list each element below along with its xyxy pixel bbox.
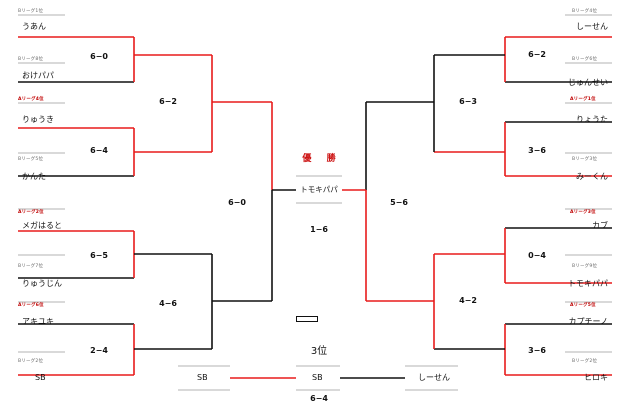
score-third: 6−4 xyxy=(310,394,328,403)
score-r-r1-a: 6−2 xyxy=(528,50,546,59)
tag-r5: Aリーグ3位 xyxy=(570,210,596,215)
score-l-r1-b: 6−4 xyxy=(90,146,108,155)
tag-l1: Bリーグ1位 xyxy=(18,9,44,14)
player-l3: りゅうき xyxy=(22,115,54,124)
tag-r6: Bリーグ9位 xyxy=(572,264,598,269)
player-r6: トモキパパ xyxy=(568,279,608,288)
player-l6: りゅうじん xyxy=(22,279,62,288)
player-r4: みーくん xyxy=(576,172,608,181)
player-r2: じゅんせい xyxy=(568,78,608,87)
score-r-r1-d: 3−6 xyxy=(528,346,546,355)
champion-name: トモキパパ xyxy=(300,185,338,194)
tag-l5: Aリーグ2位 xyxy=(18,210,44,215)
score-l-r1-d: 2−4 xyxy=(90,346,108,355)
third-place-title: 3位 xyxy=(310,346,328,357)
score-l-r2-b: 4−6 xyxy=(159,299,177,308)
tag-r3: Aリーグ1位 xyxy=(570,97,596,102)
tag-r2: Bリーグ6位 xyxy=(572,57,598,62)
third-center-name: SB xyxy=(312,373,323,382)
player-l2: おけパパ xyxy=(22,71,54,80)
tag-r4: Bリーグ3位 xyxy=(572,157,598,162)
player-l7: アキユキ xyxy=(22,317,54,326)
score-l-r1-c: 6−5 xyxy=(90,251,108,260)
tag-r1: Bリーグ4位 xyxy=(572,9,598,14)
player-l8: SB xyxy=(35,373,46,382)
tag-l6: Bリーグ7位 xyxy=(18,264,44,269)
player-r8: ヒロキ xyxy=(584,373,608,382)
player-r1: しーせん xyxy=(576,22,608,31)
third-right-name: しーせん xyxy=(418,373,450,382)
player-l1: うあん xyxy=(22,22,46,31)
tag-l8: Bリーグ2位 xyxy=(18,359,44,364)
score-final: 1−6 xyxy=(310,225,328,234)
score-r-r2-b: 4−2 xyxy=(459,296,477,305)
tag-l3: Aリーグ4位 xyxy=(18,97,44,102)
tag-r8: Bリーグ2位 xyxy=(572,359,598,364)
tag-r7: Aリーグ5位 xyxy=(570,303,596,308)
champion-title: 優 勝 xyxy=(302,154,342,164)
player-l4: かんた xyxy=(22,172,46,181)
player-r7: カプチーノ xyxy=(568,317,608,326)
score-l-r2-a: 6−2 xyxy=(159,97,177,106)
score-l-sf: 6−0 xyxy=(228,198,246,207)
tag-l2: Bリーグ8位 xyxy=(18,57,44,62)
tag-l4: Bリーグ5位 xyxy=(18,157,44,162)
score-l-r1-a: 6−0 xyxy=(90,52,108,61)
third-left-name: SB xyxy=(197,373,208,382)
player-r3: りょうた xyxy=(576,115,608,124)
score-r-sf: 5−6 xyxy=(390,198,408,207)
player-l5: メガはると xyxy=(22,221,62,230)
score-r-r1-c: 0−4 xyxy=(528,251,546,260)
score-r-r2-a: 6−3 xyxy=(459,97,477,106)
player-r5: カブ xyxy=(592,221,608,230)
tag-l7: Aリーグ6位 xyxy=(18,303,44,308)
small-rectangle-mark xyxy=(296,316,318,322)
score-r-r1-b: 3−6 xyxy=(528,146,546,155)
